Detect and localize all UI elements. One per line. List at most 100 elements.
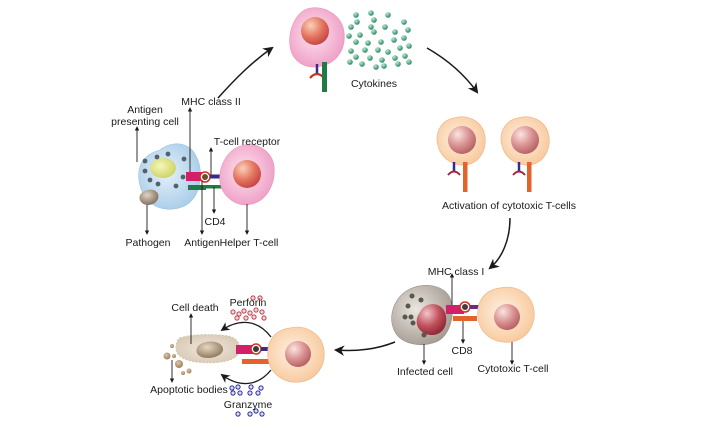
- cycle-arrow-2: [426, 47, 479, 94]
- cytokine-particle: [381, 63, 387, 69]
- cytokine-particle: [367, 55, 373, 61]
- cytotoxic-t-cell-2: [500, 116, 550, 192]
- cytokine-particle: [365, 40, 371, 46]
- granzyme-arrow: [220, 369, 272, 385]
- perforin-particle: [250, 295, 256, 301]
- cell-death-stage: Cell death Perforin Apoptotic bodies Gra…: [150, 295, 325, 417]
- perforin-arrow: [220, 321, 272, 338]
- cytotoxic-t-cell-1: [436, 116, 486, 192]
- cytokine-particle: [373, 64, 379, 70]
- cycle-arrow-4: [333, 341, 396, 356]
- antigen-presenting-cell: [138, 143, 201, 210]
- cytokine-particle: [401, 19, 407, 25]
- label-perforin: Perforin: [230, 297, 267, 309]
- cytokine-particle: [371, 29, 377, 35]
- cd4-molecule-left: [188, 185, 206, 190]
- infected-cell-particles: [402, 293, 427, 338]
- perforin-particle: [261, 315, 267, 321]
- label-granzyme: Granzyme: [224, 399, 273, 411]
- label-mhc-class-ii: MHC class II: [181, 96, 241, 108]
- cytokine-particle: [406, 59, 412, 65]
- cytokine-particle: [375, 47, 381, 53]
- label-infected-cell: Infected cell: [397, 366, 453, 378]
- helper-t-cell-nucleus: [233, 160, 261, 188]
- granzyme-particle: [255, 390, 261, 396]
- cycle-arrow-3: [488, 217, 511, 270]
- cytokine-particle: [405, 27, 411, 33]
- perforin-particle: [251, 314, 257, 320]
- cytokine-particle: [368, 24, 374, 30]
- mhc-class-ii-molecule: [186, 172, 204, 181]
- label-cd4: CD4: [204, 216, 225, 228]
- infected-cell-nucleus: [416, 304, 447, 336]
- perforin-particle: [230, 309, 236, 315]
- perforin-particle: [257, 295, 263, 301]
- perforin-particle: [236, 311, 242, 317]
- dying-cell-nucleus: [196, 341, 224, 358]
- receptor-cup: [309, 72, 325, 79]
- cytokine-particle: [348, 48, 354, 54]
- cytokine-particle: [359, 61, 365, 67]
- label-helper-t-cell: Helper T-cell: [220, 237, 279, 249]
- apc-granules: [142, 151, 187, 189]
- label-apoptotic-bodies: Apoptotic bodies: [150, 384, 228, 396]
- antigen-particle-2: [462, 304, 468, 310]
- cytokine-particle: [347, 59, 353, 65]
- label-cytokines: Cytokines: [351, 78, 397, 90]
- cd4-molecule-right: [206, 185, 222, 189]
- t-cell-receptor-molecule: [210, 174, 224, 179]
- antigen-particle: [202, 174, 208, 180]
- granzyme-dots: [229, 384, 265, 417]
- cytotoxic-t-cell-attacking: [477, 286, 535, 343]
- granzyme-particle: [229, 385, 235, 391]
- cytokine-dots: [346, 10, 412, 70]
- cytokine-particle: [353, 54, 359, 60]
- perforin-particle: [253, 307, 259, 313]
- apoptotic-bodies: [163, 344, 192, 375]
- granzyme-particle: [259, 411, 265, 417]
- label-t-cell-receptor: T-cell receptor: [214, 136, 281, 148]
- label-activation-cytotoxic: Activation of cytotoxic T-cells: [442, 200, 576, 212]
- cytokine-particle: [392, 55, 398, 61]
- cytokine-particle: [346, 33, 352, 39]
- cytokine-particle: [378, 39, 384, 45]
- granzyme-particle: [237, 390, 243, 396]
- granzyme-particle: [235, 384, 241, 390]
- granzyme-particle: [248, 384, 254, 390]
- apc-nucleus: [150, 158, 176, 178]
- mhc-class-i-molecule-2: [236, 345, 256, 354]
- apc-helper-interaction: Antigen presenting cell MHC class II T-c…: [111, 96, 281, 249]
- cytokine-particle: [353, 39, 359, 45]
- perforin-particle: [243, 315, 249, 321]
- cytokine-particle: [368, 10, 374, 16]
- cycle-arrow-1: [217, 46, 274, 99]
- cytokine-particle: [402, 53, 408, 59]
- cytokine-particle: [353, 12, 359, 18]
- label-cell-death: Cell death: [171, 302, 218, 314]
- granzyme-particle: [230, 390, 236, 396]
- helper-t-cell-activated-nucleus: [301, 17, 329, 45]
- cytokine-particle: [395, 61, 401, 67]
- label-cd8: CD8: [451, 345, 472, 357]
- infected-cell: [391, 285, 453, 345]
- cytokine-particle: [348, 24, 354, 30]
- label-antigen: Antigen: [184, 237, 220, 249]
- cytokine-particle: [406, 43, 412, 49]
- t-cell-receptor-molecule-2: [470, 305, 482, 309]
- pathogen-shape: [139, 189, 159, 205]
- granzyme-particle: [235, 411, 241, 417]
- cytokine-particle: [391, 37, 397, 43]
- cytokine-particle: [357, 32, 363, 38]
- perforin-dots: [230, 295, 267, 321]
- label-antigen-presenting-cell-1: Antigen: [127, 104, 163, 116]
- perforin-particle: [247, 310, 253, 316]
- cytokine-particle: [354, 19, 360, 25]
- cytokine-particle: [392, 29, 398, 35]
- label-mhc-class-i: MHC class I: [428, 266, 485, 278]
- cytotoxic-t-cell-killing: [267, 326, 325, 383]
- helper-t-cell: [219, 144, 275, 206]
- perforin-particle: [259, 309, 265, 315]
- cytokine-release: Cytokines: [289, 7, 412, 92]
- perforin-particle: [241, 308, 247, 314]
- label-pathogen: Pathogen: [126, 237, 171, 249]
